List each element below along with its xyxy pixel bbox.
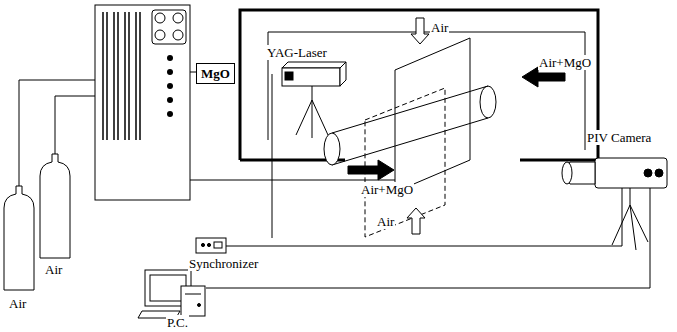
part-label: Air+MgO — [538, 55, 592, 70]
part-label: Air — [376, 214, 395, 229]
part-label: PIV Camera — [586, 130, 652, 145]
part-label: Air — [430, 20, 449, 35]
part-label: Air — [8, 296, 27, 311]
part-label: P.C. — [166, 315, 189, 330]
seeder-box: MgO — [196, 63, 235, 84]
part-label: Air — [44, 262, 63, 277]
part-label: YAG-Laser — [266, 45, 328, 60]
box-text: MgO — [201, 66, 234, 81]
part-label: Air+MgO — [360, 182, 414, 197]
part-label: Synchronizer — [188, 256, 259, 271]
